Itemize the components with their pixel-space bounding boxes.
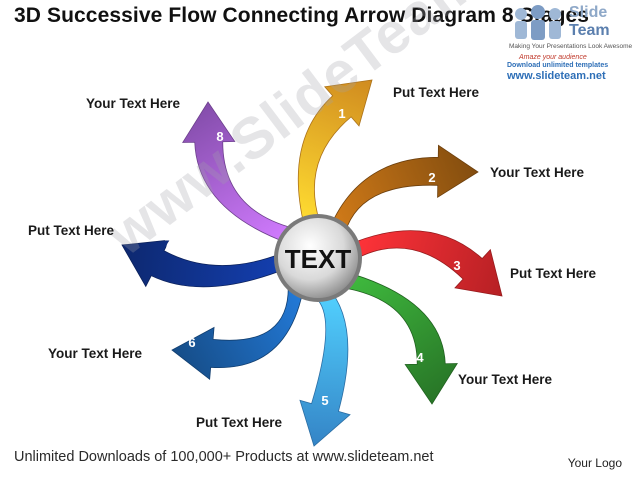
center-text: TEXT xyxy=(285,244,352,274)
arrow-1 xyxy=(297,79,373,228)
center-hub xyxy=(278,218,358,298)
label-2: Your Text Here xyxy=(490,165,585,180)
arrow-number-5: 5 xyxy=(321,393,328,408)
arrow-8 xyxy=(182,101,295,245)
brand-promo-1: Amaze your audience xyxy=(519,54,587,61)
brand-tagline: Making Your Presentations Look Awesome xyxy=(509,43,633,50)
brand-url[interactable]: www.slideteam.net xyxy=(507,70,606,82)
arrow-2 xyxy=(329,144,479,234)
arrow-3 xyxy=(347,230,503,297)
label-3: Put Text Here xyxy=(510,266,597,281)
brand-name-line1: Slide xyxy=(569,4,608,21)
arrow-number-3: 3 xyxy=(453,258,460,273)
arrow-number-4: 4 xyxy=(416,350,424,365)
arrow-4 xyxy=(341,271,458,405)
arrow-6 xyxy=(171,282,305,381)
label-6: Your Text Here xyxy=(48,346,143,361)
arrow-number-2: 2 xyxy=(428,170,435,185)
page-title: 3D Successive Flow Connecting Arrow Diag… xyxy=(14,4,590,27)
label-4: Your Text Here xyxy=(458,372,553,387)
arrow-number-7: 7 xyxy=(164,236,171,251)
arrow-number-6: 6 xyxy=(188,335,195,350)
arrow-7 xyxy=(121,239,288,288)
arrow-5 xyxy=(299,285,351,447)
label-8: Your Text Here xyxy=(86,96,181,111)
label-5: Put Text Here xyxy=(196,415,283,430)
logo-placeholder: Your Logo xyxy=(567,456,622,470)
arrow-number-8: 8 xyxy=(216,129,223,144)
brand-name-line2: Team xyxy=(569,22,610,39)
arrow-number-1: 1 xyxy=(338,106,345,121)
brand-people-icon xyxy=(515,5,561,40)
brand-logo: Slide Team Making Your Presentations Loo… xyxy=(505,0,635,82)
brand-promo-2: Download unlimited templates xyxy=(507,62,609,69)
footer-text: Unlimited Downloads of 100,000+ Products… xyxy=(14,449,434,465)
label-7: Put Text Here xyxy=(28,223,115,238)
arrows-group: 1 2 3 4 5 6 7 8 xyxy=(121,79,503,447)
label-1: Put Text Here xyxy=(393,85,480,100)
